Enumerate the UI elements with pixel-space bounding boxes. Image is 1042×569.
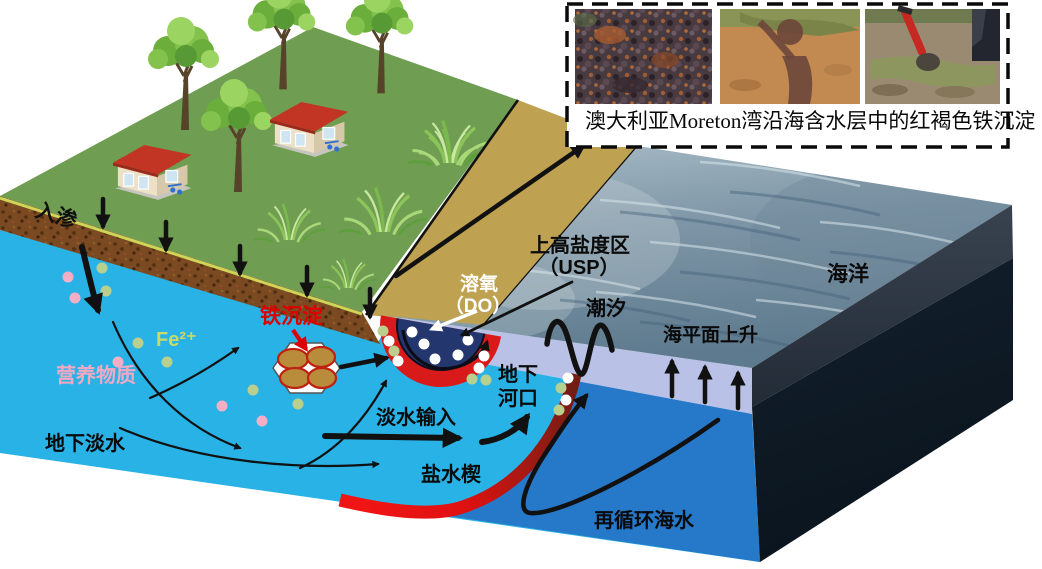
label-do-line1: 溶氧: [460, 272, 498, 295]
saltwater-wedge-arc: [338, 372, 582, 519]
iron-precipitate-hexagon: [272, 342, 341, 394]
label-estuary-line2: 河口: [498, 387, 538, 410]
estuary-ring-dots: [377, 325, 492, 386]
iron-dots: [96, 262, 304, 410]
label-estuary-line1: 地下: [498, 363, 538, 386]
label-fresh-groundwater: 地下淡水: [45, 432, 126, 455]
label-usp-line1: 上高盐度区: [530, 233, 630, 257]
label-nutrients: 营养物质: [56, 363, 136, 387]
inset-panel: 澳大利亚Moreton湾沿海含水层中的红褐色铁沉淀: [565, 2, 1035, 149]
label-tide: 潮汐: [586, 296, 626, 320]
inset-photo-2: [720, 9, 860, 105]
green-land: [0, 27, 518, 312]
label-usp-line2: （USP）: [538, 256, 619, 279]
do-dots: [406, 326, 474, 365]
nutrient-dots: [62, 271, 268, 427]
label-ocean: 海洋: [827, 262, 869, 286]
labels: 入渗 Fe²⁺ 营养物质 铁沉淀 溶氧 （DO） 上高盐度区 （USP） 潮汐 …: [33, 198, 869, 532]
land-surface: [0, 0, 518, 312]
side-face-lower: [752, 258, 1013, 562]
inset-photo-3: [865, 5, 1000, 104]
label-freshwater-input: 淡水输入: [376, 405, 456, 429]
tide-wave-icon: [544, 318, 615, 377]
label-fe-ion: Fe²⁺: [156, 329, 197, 351]
iron-arrow: [291, 328, 309, 352]
label-saltwater-wedge: 盐水楔: [421, 462, 481, 486]
label-sea-level-rise: 海平面上升: [663, 323, 758, 346]
label-recirculated-seawater: 再循环海水: [594, 508, 695, 532]
side-face-upper: [752, 205, 1013, 407]
label-do-line2: （DO）: [445, 294, 512, 317]
inset-caption: 澳大利亚Moreton湾沿海含水层中的红褐色铁沉淀: [585, 109, 1035, 133]
inset-photo-1: [573, 9, 712, 104]
wedge-dots: [553, 372, 574, 416]
label-iron-precipitate: 铁沉淀: [260, 304, 324, 328]
arrows: [79, 143, 746, 516]
do-arrow: [429, 309, 478, 332]
block-side-face: [752, 205, 1013, 562]
